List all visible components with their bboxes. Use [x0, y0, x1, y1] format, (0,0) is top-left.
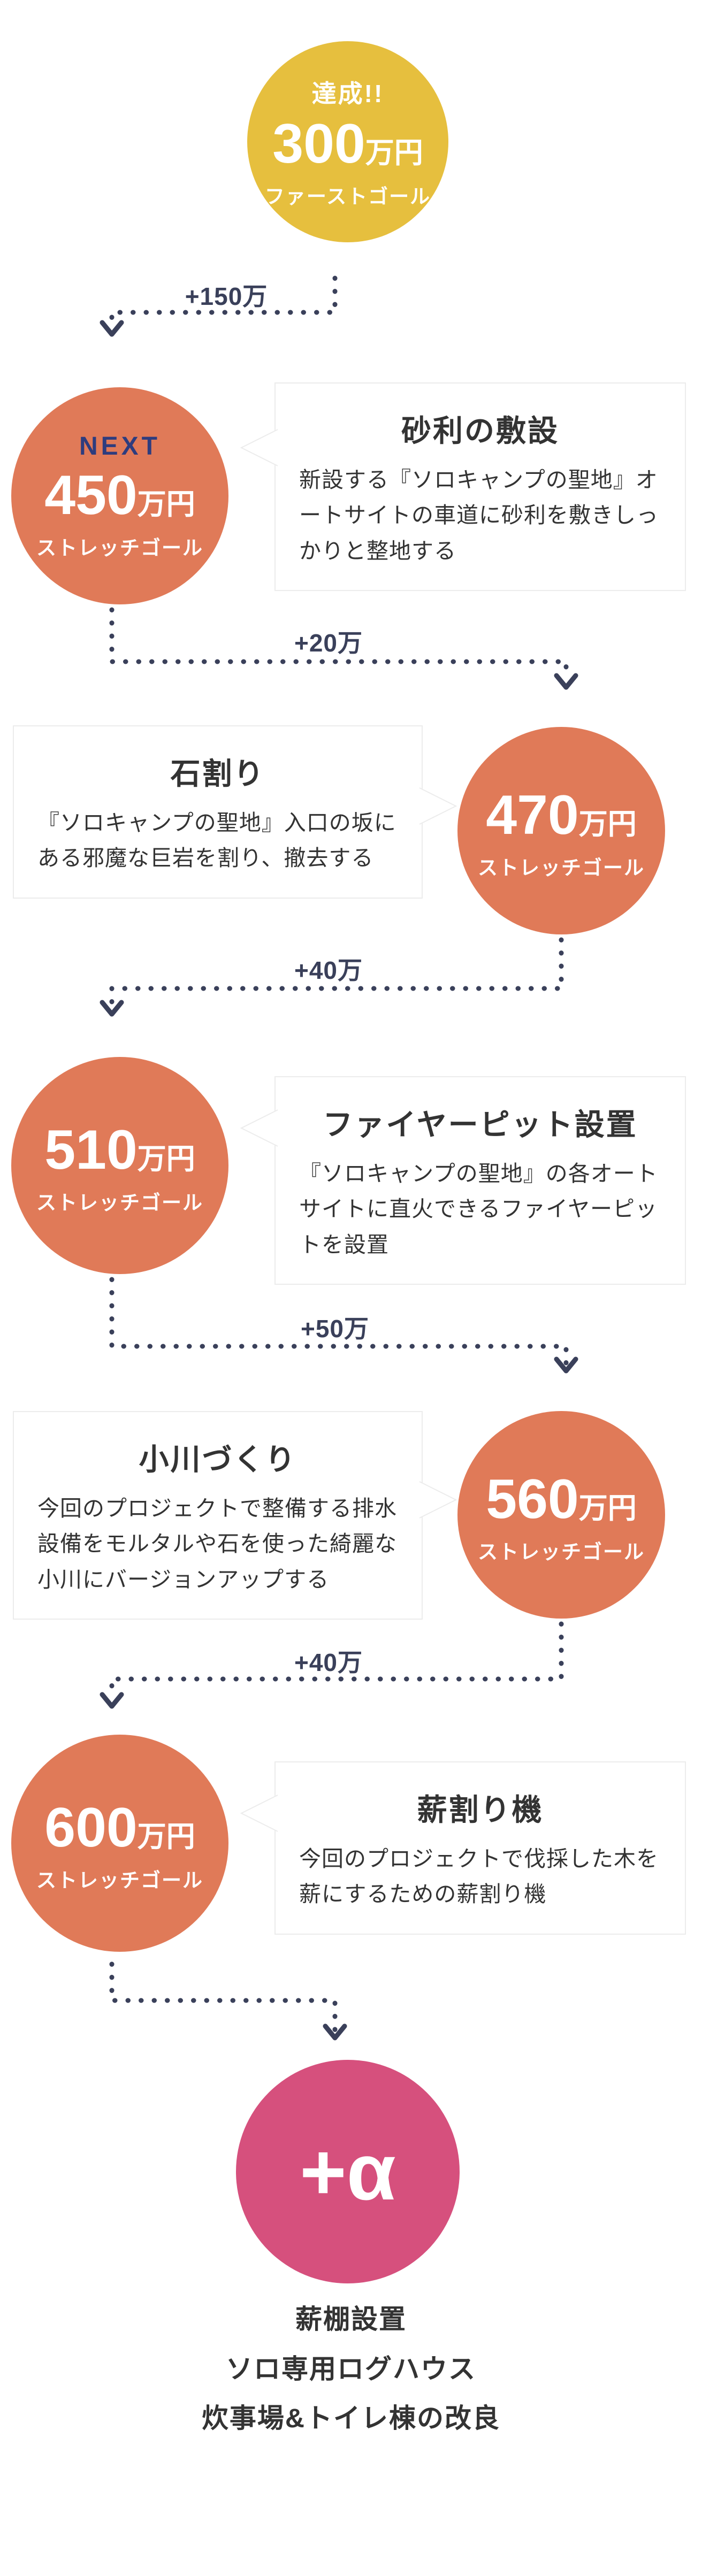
dotted-connector-5	[100, 1621, 564, 1709]
plus-alpha-symbol: +α	[300, 2127, 396, 2217]
speech-bubble-gravel: 砂利の敷設 新設する『ソロキャンプの聖地』オートサイトの車道に砂利を敷きしっかり…	[240, 382, 686, 592]
plus-alpha-circle: +α	[236, 2060, 460, 2283]
bubble-title: 石割り	[170, 757, 265, 791]
goal-label: ストレッチゴール	[36, 536, 203, 559]
increment-label: +40万	[294, 1649, 363, 1676]
goal-amount-unit: 万円	[365, 137, 423, 169]
goal-label: ストレッチゴール	[478, 857, 645, 879]
arrow-down-icon	[554, 673, 578, 690]
final-item: 薪棚設置	[295, 2304, 407, 2334]
bubble-desc: 今回のプロジェクトで整備する排水設備をモルタルや石を使った綺麗な小川にバージョン…	[37, 1496, 397, 1592]
bubble-title: ファイヤーピット設置	[323, 1108, 638, 1141]
bubble-title: 砂利の敷設	[401, 414, 559, 448]
bubble-desc: 『ソロキャンプの聖地』入口の坂にある邪魔な巨岩を割り、撤去する	[37, 810, 396, 871]
increment-label: +40万	[294, 956, 363, 984]
dotted-connector-3	[100, 937, 564, 1017]
bubble-title: 薪割り機	[417, 1793, 544, 1827]
next-badge: NEXT	[79, 432, 161, 461]
goal-amount-number: 450	[44, 464, 138, 526]
final-item: ソロ専用ログハウス	[226, 2353, 476, 2384]
goal-amount: 510万円	[44, 1122, 195, 1178]
increment-label: +150万	[185, 282, 268, 310]
arrow-down-icon	[100, 320, 124, 337]
stretch-goal-circle-450: NEXT 450万円 ストレッチゴール	[11, 387, 228, 604]
goal-label: ファーストゴール	[264, 186, 431, 208]
first-goal-circle: 達成!! 300万円 ファーストゴール	[247, 41, 448, 242]
stretch-goal-circle-510: 510万円 ストレッチゴール	[11, 1057, 228, 1274]
stretch-goal-circle-470: 470万円 ストレッチゴール	[457, 727, 665, 934]
goal-amount-number: 600	[44, 1797, 138, 1859]
arrow-down-icon	[100, 1000, 124, 1017]
bubble-pointer-right	[419, 1481, 457, 1519]
goal-amount: 450万円	[44, 467, 195, 523]
final-items-block: 薪棚設置 ソロ専用ログハウス 炊事場&トイレ棟の改良	[110, 2295, 592, 2443]
goal-amount: 600万円	[44, 1800, 195, 1856]
goal-amount-number: 470	[486, 784, 579, 846]
bubble-title: 小川づくり	[139, 1443, 297, 1476]
goal-amount: 560万円	[486, 1471, 637, 1527]
stretch-goal-circle-600: 600万円 ストレッチゴール	[11, 1735, 228, 1952]
dotted-connector-4	[109, 1277, 578, 1374]
stretch-goal-circle-560: 560万円 ストレッチゴール	[457, 1411, 665, 1619]
goal-amount: 300万円	[272, 116, 423, 172]
increment-label: +50万	[300, 1315, 370, 1343]
achieved-badge: 達成!!	[311, 80, 384, 108]
goal-amount-number: 510	[44, 1119, 138, 1181]
goal-amount: 470万円	[486, 787, 637, 843]
goal-amount-unit: 万円	[578, 808, 637, 840]
bubble-desc: 新設する『ソロキャンプの聖地』オートサイトの車道に砂利を敷きしっかりと整地する	[299, 467, 659, 563]
increment-label: +20万	[294, 629, 363, 657]
goal-label: ストレッチゴール	[478, 1541, 645, 1563]
bubble-pointer-left	[240, 1795, 278, 1832]
speech-bubble-rock: 石割り 『ソロキャンプの聖地』入口の坂にある邪魔な巨岩を割り、撤去する	[13, 725, 457, 899]
bubble-desc: 今回のプロジェクトで伐採した木を薪にするための薪割り機	[299, 1846, 659, 1907]
goal-amount-number: 560	[486, 1468, 579, 1530]
arrow-down-icon	[554, 1356, 578, 1374]
bubble-desc: 『ソロキャンプの聖地』の各オートサイトに直火できるファイヤーピットを設置	[299, 1161, 658, 1257]
goal-label: ストレッチゴール	[36, 1869, 203, 1891]
dotted-connector-6	[109, 1961, 347, 2041]
goal-amount-unit: 万円	[137, 1821, 195, 1853]
bubble-pointer-right	[419, 787, 457, 825]
speech-bubble-firepit: ファイヤーピット設置 『ソロキャンプの聖地』の各オートサイトに直火できるファイヤ…	[240, 1076, 686, 1285]
goal-amount-number: 300	[272, 113, 365, 175]
goal-amount-unit: 万円	[137, 1143, 195, 1175]
goal-amount-unit: 万円	[578, 1492, 637, 1524]
arrow-down-icon	[323, 2023, 347, 2041]
speech-bubble-stream: 小川づくり 今回のプロジェクトで整備する排水設備をモルタルや石を使った綺麗な小川…	[13, 1411, 457, 1620]
dotted-connector-1	[100, 275, 338, 337]
bubble-pointer-left	[240, 429, 278, 466]
final-item: 炊事場&トイレ棟の改良	[201, 2403, 501, 2433]
speech-bubble-splitter: 薪割り機 今回のプロジェクトで伐採した木を薪にするための薪割り機	[240, 1761, 686, 1935]
arrow-down-icon	[100, 1692, 124, 1709]
goal-label: ストレッチゴール	[36, 1192, 203, 1214]
bubble-pointer-left	[240, 1109, 278, 1147]
dotted-connector-2	[109, 607, 578, 690]
goal-amount-unit: 万円	[137, 488, 195, 520]
